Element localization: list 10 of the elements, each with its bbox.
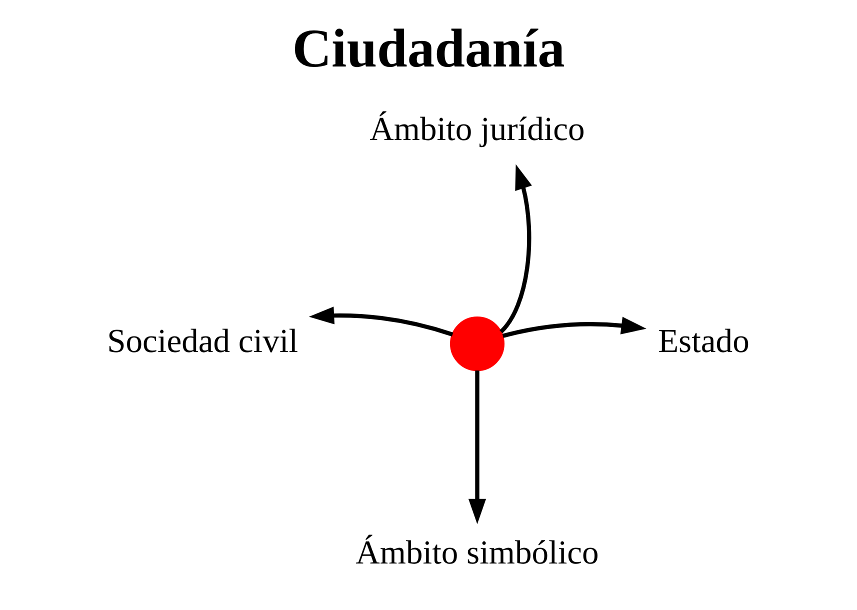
node-text: Sociedad civil <box>107 322 298 360</box>
arrow <box>502 316 646 338</box>
arrow <box>499 164 532 334</box>
arrow <box>468 370 486 524</box>
node-text: Ámbito jurídico <box>370 110 585 148</box>
arrow <box>308 306 454 337</box>
diagram-title: Ciudadanía <box>292 18 565 79</box>
node-text: Estado <box>658 322 750 360</box>
node-circle <box>450 316 504 372</box>
node-text: Ámbito simbólico <box>356 534 599 572</box>
